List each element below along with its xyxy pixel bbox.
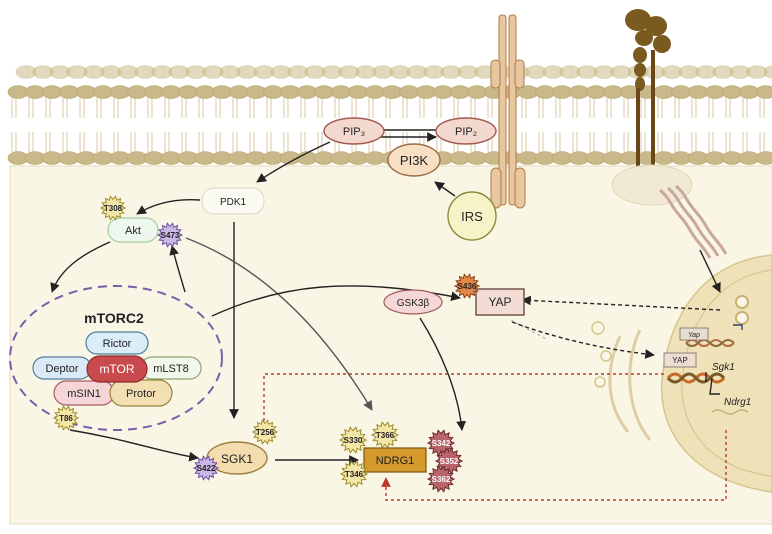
deptor-label: Deptor [45, 363, 78, 375]
sgk1-label: SGK1 [221, 452, 253, 466]
phospho-site-label: T366 [376, 431, 395, 440]
phospho-site-sgk1-s422: S422 [192, 455, 220, 481]
irs-label: IRS [461, 209, 483, 224]
pip3-node: PIP₃ [323, 117, 385, 145]
phospho-site-ndrg1-t346: T346 [339, 460, 369, 488]
phospho-site-akt-s473: S473 [156, 222, 184, 248]
phospho-site-label: S436 [458, 282, 477, 291]
yap-gene-label: Yap [688, 332, 700, 339]
phospho-site-label: S352 [440, 457, 459, 466]
phospho-site-ndrg1-s362: S362 [426, 465, 456, 493]
phospho-site-ndrg1-s330: S330 [338, 426, 368, 454]
phospho-site-label: S342 [432, 439, 451, 448]
arrows [50, 125, 743, 465]
irs-node: IRS [447, 191, 497, 241]
msin1-label: mSIN1 [67, 388, 101, 400]
pdk1-node: PDK1 [201, 187, 265, 215]
pi3k-node: PI3K [387, 143, 441, 177]
phospho-site-label: S422 [197, 464, 216, 473]
phospho-site-yap-s436: S436 [453, 273, 481, 299]
dna-helix [666, 339, 749, 415]
phospho-site-label: T346 [345, 470, 364, 479]
yap-nuclear-label: YAP [672, 356, 687, 365]
akt-label: Akt [125, 225, 141, 237]
phospho-site-label: S473 [161, 231, 180, 240]
pdk1-label: PDK1 [220, 197, 247, 208]
nuclear-genes: Yap YAP Sgk1 Ndrg1 [663, 327, 751, 408]
phospho-site-label: S362 [432, 475, 451, 484]
yap-label: YAP [488, 295, 511, 309]
gsk3b-label: GSK3β [397, 298, 430, 309]
mtorc2-title: mTORC2 [84, 310, 144, 326]
pip3-label: PIP₃ [343, 126, 365, 138]
phospho-site-ndrg1-t366: T366 [370, 421, 400, 449]
adhesion-receptor [625, 9, 671, 188]
mtor-shape [86, 355, 148, 383]
pip2-label: PIP₂ [455, 126, 477, 138]
receptor-tyrosine-kinase [490, 14, 526, 209]
rictor-label: Rictor [103, 338, 132, 350]
yap-node: YAP [475, 288, 525, 316]
pi3k-label: PI3K [400, 153, 429, 168]
sgk1-gene-label: Sgk1 [712, 362, 735, 373]
protor-label: Protor [126, 388, 156, 400]
mtor-label: mTOR [99, 362, 134, 376]
actin-fibers [659, 184, 728, 259]
feedback-arrows [259, 373, 727, 501]
phospho-site-label: T86 [59, 414, 73, 423]
phospho-site-msin1-t86: T86 [52, 405, 80, 431]
ndrg1-node: NDRG1 [363, 447, 427, 473]
ndrg1-gene-label: Ndrg1 [724, 397, 751, 408]
ndrg1-label: NDRG1 [376, 455, 415, 467]
mtorc2-complex: mTORC2 Rictor Deptor mLST8 mSIN1 Protor … [9, 285, 223, 431]
phospho-site-label: S330 [344, 436, 363, 445]
rictor-shape [85, 331, 149, 355]
phospho-site-label: T256 [256, 428, 275, 437]
gsk3b-node: GSK3β [383, 289, 443, 315]
lipid-bilayer [7, 65, 772, 165]
mlst8-label: mLST8 [153, 363, 188, 375]
phospho-site-sgk1-t256: T256 [251, 419, 279, 445]
pip2-node: PIP₂ [435, 117, 497, 145]
phospho-site-akt-t308: T308 [99, 195, 127, 221]
akt-node: Akt [107, 217, 159, 243]
phospho-site-label: T308 [104, 204, 123, 213]
